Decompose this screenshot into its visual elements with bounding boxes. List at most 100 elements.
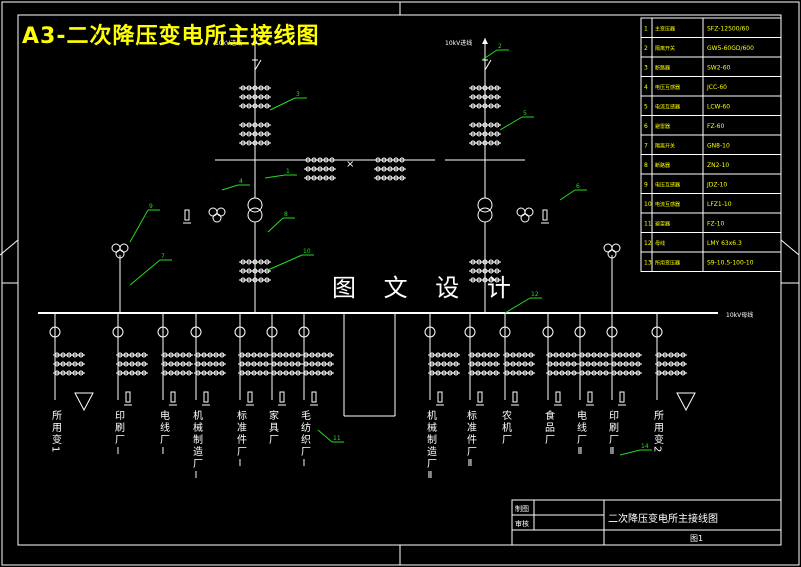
ct-coil bbox=[585, 370, 591, 376]
frame-corner-mark bbox=[0, 239, 19, 256]
table-cell-name: 电流互感器 bbox=[655, 201, 680, 208]
feeder-5: 标准件厂Ⅰ bbox=[234, 313, 247, 471]
ct-coil bbox=[323, 166, 329, 172]
equipment-table bbox=[640, 17, 782, 272]
ct-coil bbox=[72, 352, 78, 358]
ct-coil bbox=[66, 352, 72, 358]
table-cell-no: 12 bbox=[644, 240, 652, 247]
bus-tie-ct bbox=[374, 157, 406, 181]
ct-coil bbox=[510, 352, 516, 358]
ct-coil bbox=[264, 131, 270, 137]
pt-winding bbox=[111, 243, 121, 253]
feeder-ct-stack bbox=[161, 352, 193, 376]
feeder-fuse bbox=[190, 326, 202, 338]
ct-coil bbox=[453, 370, 459, 376]
table-cell-name: 隔离开关 bbox=[655, 143, 675, 150]
ct-coil bbox=[186, 352, 192, 358]
ct-coil bbox=[219, 370, 225, 376]
arrester-body bbox=[170, 391, 176, 403]
callout-number: 14 bbox=[641, 443, 649, 450]
ct-coil bbox=[252, 122, 258, 128]
ct-coil bbox=[277, 361, 283, 367]
ct-coil bbox=[201, 370, 207, 376]
ct-coil bbox=[329, 175, 335, 181]
callout-leader bbox=[481, 49, 498, 61]
feeder-arrester bbox=[554, 391, 562, 406]
ct-coil bbox=[470, 140, 476, 146]
feeder-name: 标准件厂Ⅰ bbox=[235, 410, 247, 471]
callout-leader bbox=[221, 184, 239, 191]
feeder-14: 所用变2 bbox=[651, 313, 696, 454]
ct-coil bbox=[488, 85, 494, 91]
ct-coil bbox=[129, 370, 135, 376]
callout-leader bbox=[317, 429, 333, 443]
table-cell-model: LMY 63x6.3 bbox=[707, 240, 742, 247]
ct-coil bbox=[323, 175, 329, 181]
ct-coil bbox=[429, 370, 435, 376]
ct-coil bbox=[494, 277, 500, 283]
ct-coil bbox=[617, 352, 623, 358]
ct-coil bbox=[565, 370, 571, 376]
ct-coil bbox=[264, 259, 270, 265]
ct-coil bbox=[611, 361, 617, 367]
incoming-arrow bbox=[482, 38, 488, 44]
ct-coil bbox=[135, 352, 141, 358]
feeder-arrester bbox=[124, 391, 132, 406]
ct-coil bbox=[54, 361, 60, 367]
title-block-name: 二次降压变电所主接线图 bbox=[608, 512, 718, 525]
ct-coil bbox=[321, 352, 327, 358]
bus-tie-breaker: × bbox=[346, 159, 354, 170]
callout-number: 1 bbox=[286, 168, 290, 175]
ct-coil bbox=[246, 268, 252, 274]
arrester-body bbox=[619, 391, 625, 403]
ct-coil bbox=[239, 352, 245, 358]
table-cell-model: SFZ-12500/60 bbox=[707, 26, 749, 33]
ct-coil bbox=[305, 175, 311, 181]
ct-coil bbox=[510, 370, 516, 376]
incoming-disconnect bbox=[482, 59, 492, 71]
ct-coil bbox=[475, 352, 481, 358]
ct-coil bbox=[257, 361, 263, 367]
arrester-body bbox=[555, 391, 561, 403]
table-cell-no: 9 bbox=[644, 182, 648, 189]
ct-coil bbox=[264, 94, 270, 100]
feeder-2: 印刷厂Ⅰ bbox=[112, 313, 125, 459]
callout-number: 10 bbox=[303, 248, 311, 255]
ct-coil bbox=[135, 361, 141, 367]
feeder-name: 机械制造厂Ⅱ bbox=[425, 409, 437, 483]
transformer-winding bbox=[477, 207, 493, 223]
callout-3: 3 bbox=[269, 91, 307, 111]
ct-coil bbox=[635, 352, 641, 358]
callout-7: 7 bbox=[129, 253, 172, 286]
ct-coil bbox=[252, 140, 258, 146]
ct-coil bbox=[623, 352, 629, 358]
ct-coil bbox=[283, 361, 289, 367]
ct-coil bbox=[174, 361, 180, 367]
ct-coil bbox=[579, 352, 585, 358]
ct-coil bbox=[469, 361, 475, 367]
pt-winding bbox=[208, 207, 218, 217]
ct-coil bbox=[117, 361, 123, 367]
feeder-9: 标准件厂Ⅱ bbox=[464, 313, 477, 471]
incoming-disconnect bbox=[252, 59, 262, 71]
ct-coil bbox=[488, 140, 494, 146]
ct-coil bbox=[277, 370, 283, 376]
ct-coil bbox=[571, 370, 577, 376]
ct-coil bbox=[597, 361, 603, 367]
main-transformer bbox=[247, 197, 263, 223]
ct-coil bbox=[257, 352, 263, 358]
ct-coil bbox=[381, 175, 387, 181]
ct-coil bbox=[60, 370, 66, 376]
callout-leader bbox=[269, 97, 296, 111]
callout-number: 3 bbox=[296, 91, 300, 98]
feeder-fuse bbox=[234, 326, 246, 338]
table-cell-no: 2 bbox=[644, 45, 648, 52]
ct-coil bbox=[327, 352, 333, 358]
feeder-7: 毛纺织厂Ⅰ bbox=[298, 313, 311, 471]
feeder-1: 所用变1 bbox=[49, 313, 94, 454]
aux-transformer-symbol bbox=[676, 392, 696, 412]
ct-coil bbox=[240, 94, 246, 100]
